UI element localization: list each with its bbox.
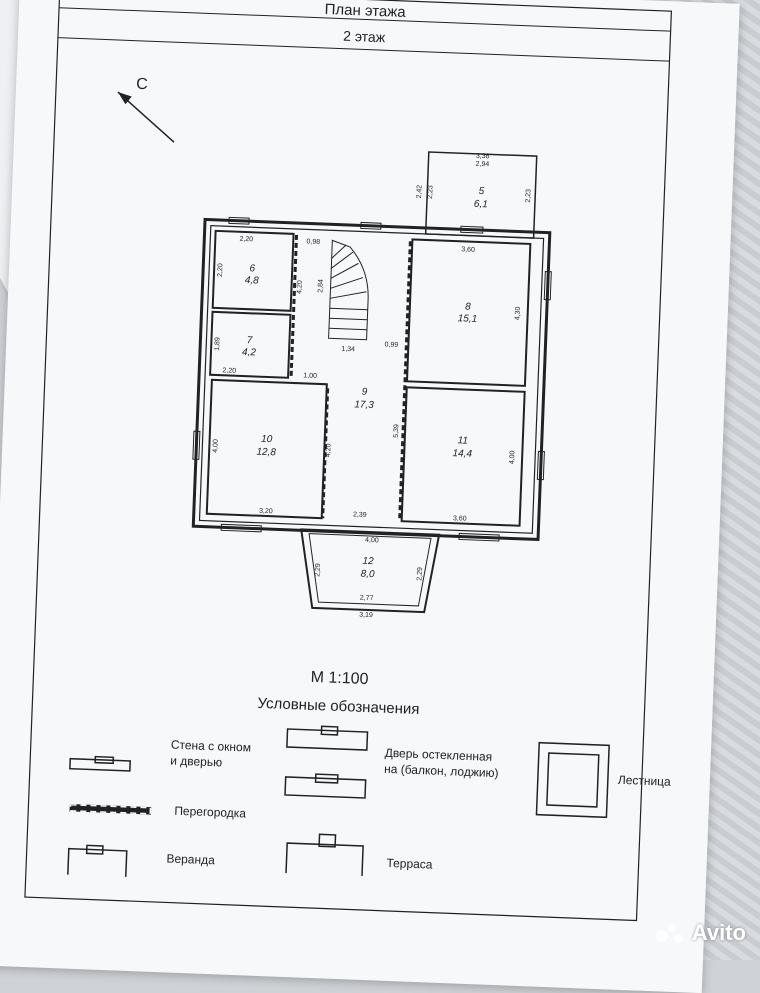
dimension-label: 2,29 (416, 567, 424, 581)
legend-partition-label: Перегородка (174, 804, 247, 821)
dimension-label: 2,42 (416, 185, 424, 199)
room-number: 5 (478, 186, 484, 197)
dimension-label: 4,30 (514, 306, 522, 320)
drawing-frame (24, 0, 673, 922)
dimension-label: 3,36 (476, 153, 490, 161)
room-11-walls (400, 386, 526, 527)
room-6-walls (211, 229, 295, 312)
staircase (328, 239, 369, 341)
room-area: 14,4 (452, 448, 472, 460)
dimension-label: 2,29 (314, 563, 322, 577)
legend-stairs-label: Лестница (618, 773, 672, 789)
dimension-label: 1,89 (214, 337, 222, 351)
dimension-label: 2,20 (239, 236, 253, 244)
dimension-label: 2,84 (317, 279, 325, 293)
porch-room-12 (300, 528, 441, 614)
room-area: 6,1 (474, 199, 488, 211)
room-number: 10 (261, 434, 273, 445)
room-area: 4,2 (242, 347, 257, 359)
legend-wall-label: Стена с окном (171, 738, 252, 755)
room-area: 15,1 (457, 313, 477, 325)
room-number: 6 (249, 263, 255, 274)
plan-title: План этажа (324, 1, 406, 21)
plan-sheet: План этажа 2 этаж С 5 6,1 6 4,8 7 4,2 8 … (0, 0, 740, 993)
dimension-label: 0,99 (384, 341, 398, 349)
dimension-label: 3,60 (461, 246, 475, 254)
dimension-label: 2,23 (427, 185, 435, 199)
room-number: 12 (362, 556, 374, 567)
north-label: С (136, 76, 148, 93)
room-number: 11 (457, 435, 468, 446)
avito-watermark: Avito (655, 920, 746, 946)
legend-terrace-label: Терраса (386, 856, 433, 872)
dimension-label: 1,00 (303, 372, 317, 380)
scale-label: М 1:100 (310, 669, 369, 688)
legend-symbols (67, 725, 610, 877)
room-area: 17,3 (354, 399, 374, 411)
room-area: 8,0 (360, 569, 375, 581)
outer-walls (191, 217, 552, 542)
dimension-label: 3,60 (453, 515, 467, 523)
room-7-walls (209, 310, 292, 379)
dimension-label: 4,00 (509, 450, 517, 464)
dimension-label: 2,77 (360, 595, 374, 603)
room-number: 8 (465, 302, 471, 313)
legend-door-label: Дверь остекленная (384, 746, 492, 764)
avito-watermark-text: Avito (691, 920, 746, 945)
dimension-label: 2,20 (217, 263, 225, 277)
room-area: 4,8 (245, 275, 260, 287)
dimension-label: 2,94 (475, 161, 489, 169)
room-10-walls (205, 378, 328, 520)
dimension-label: 1,34 (341, 346, 355, 354)
dimension-label: 5,39 (393, 424, 401, 438)
avito-logo-icon (655, 922, 686, 944)
dimension-label: 4,00 (212, 439, 220, 453)
dimension-label: 0,98 (306, 238, 320, 246)
room-number: 7 (246, 335, 252, 346)
dimension-label: 4,20 (325, 443, 333, 457)
legend-title: Условные обозначения (257, 695, 420, 718)
room-number: 9 (362, 387, 368, 398)
floor-subtitle: 2 этаж (343, 28, 386, 46)
dimension-label: 2,23 (525, 189, 533, 203)
dimension-label: 3,19 (359, 612, 373, 620)
room-area: 12,8 (256, 447, 276, 459)
dimension-label: 2,39 (353, 511, 367, 519)
legend-veranda-label: Веранда (166, 851, 215, 867)
legend-wall-label-2: и дверью (170, 754, 222, 770)
dimension-label: 4,00 (365, 537, 379, 545)
floor-plan-drawing: План этажа 2 этаж С 5 6,1 6 4,8 7 4,2 8 … (24, 0, 673, 922)
dimension-label: 3,20 (259, 508, 273, 516)
room-8-walls (405, 238, 532, 387)
legend-door-label-2: на (балкон, лоджию) (384, 762, 499, 780)
dimension-label: 4,20 (296, 280, 304, 294)
dimension-label: 2,20 (222, 367, 236, 375)
